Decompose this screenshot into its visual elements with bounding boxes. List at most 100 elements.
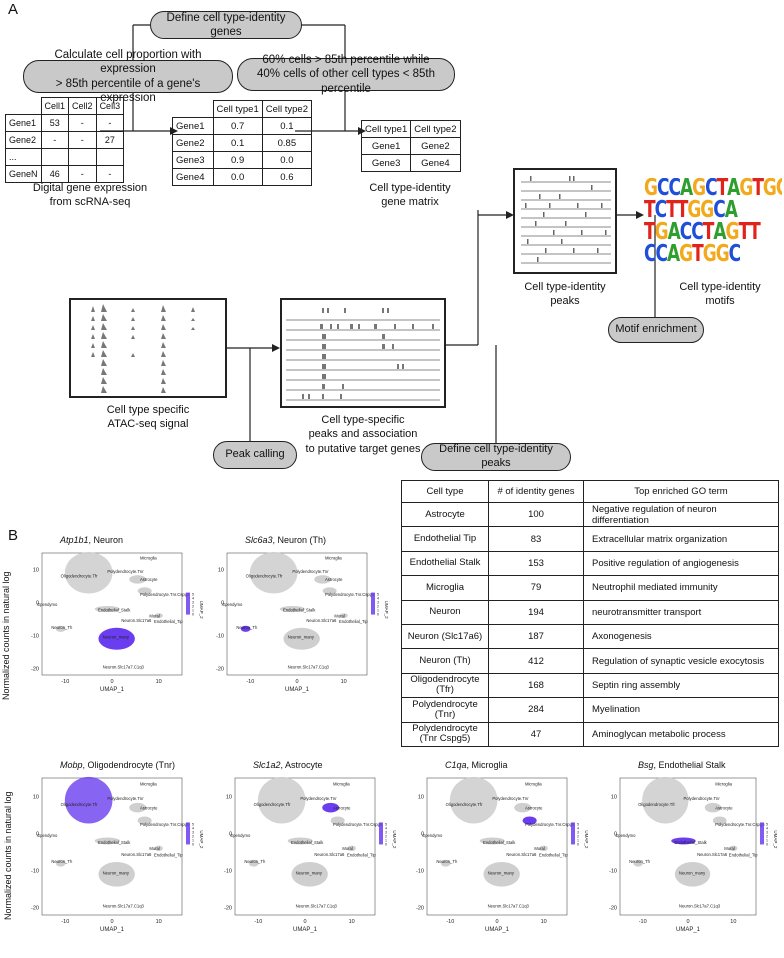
define-peaks-pill: Define cell type-identity peaks: [421, 443, 571, 471]
dge-r3c3: -: [95, 165, 125, 183]
x-axis-label: UMAP_1: [676, 927, 701, 933]
x-tick-label: 10: [156, 679, 162, 685]
cluster-endothelial-stalk: [94, 606, 120, 613]
motif-2: TCTTGGCA: [644, 196, 738, 224]
colorbar-tick: 0: [577, 842, 579, 846]
cluster-label: Neuron.Slc17a6: [314, 852, 345, 857]
cluster-label: Mural: [334, 613, 345, 618]
go-cell-term: Septin ring assembly: [583, 672, 779, 699]
prop-r1c1: 0.1: [212, 134, 263, 152]
umap-svg: MicrogliaPolydendrocyte.TnrOligodendrocy…: [31, 552, 204, 693]
cluster-label: Oligodendrocyte.Tfr: [61, 802, 98, 807]
cluster-label: Polydendrocyte.Tnr.Cspg5: [140, 592, 190, 597]
colorbar-tick: 0: [385, 842, 387, 846]
prop-r2c1: 0.9: [212, 151, 263, 169]
cluster-endothelial-stalk: [479, 837, 505, 845]
colorbar-tick: 1: [192, 609, 194, 613]
cluster-label: Microglia: [333, 781, 350, 786]
colorbar-tick: 4: [377, 597, 379, 601]
dge-h1: Cell1: [40, 97, 70, 115]
go-cell-celltype: Astrocyte: [401, 501, 489, 528]
cluster-label: Neuron_Th: [629, 859, 651, 864]
x-axis-label: UMAP_1: [100, 687, 125, 693]
x-tick-label: -10: [246, 679, 254, 685]
cluster-endothelial-stalk: [94, 837, 120, 845]
criteria-line2: 40% cells of other cell types < 85th per…: [256, 68, 436, 95]
colorbar-tick: 2: [385, 834, 387, 838]
go-cell-celltype: Polydendrocyte (Tnr Cspg5): [401, 721, 489, 747]
cluster-mural: [154, 613, 163, 619]
define-genes-pill: Define cell type-identity genes: [150, 11, 302, 39]
go-cell-term: Regulation of synaptic vesicle exocytosi…: [583, 648, 779, 674]
cluster-label: Oligodendrocyte.Tfr: [254, 802, 291, 807]
identity-peaks-panel: [513, 168, 617, 274]
cluster-astrocyte: [129, 802, 147, 813]
identity-peaks-caption-l2: peaks: [550, 295, 580, 308]
go-cell-celltype: Microglia: [401, 575, 489, 601]
id-h1: Cell type2: [410, 120, 461, 138]
identity-caption-l2: gene matrix: [381, 196, 439, 209]
identity-peaks-tracks: [521, 176, 611, 264]
cluster-microglia: [522, 816, 537, 825]
dge-caption-l1: Digital gene expression: [32, 182, 148, 194]
dge-r0c1: 53: [40, 114, 70, 132]
colorbar-tick: 3: [577, 830, 579, 834]
colorbar-tick: 4: [385, 826, 387, 830]
colorbar-tick: 0: [377, 613, 379, 617]
prop-r3c2: 0.6: [261, 168, 313, 186]
calc-line1: Calculate cell proportion with expressio…: [54, 48, 202, 76]
dge-caption-l2: from scRNA-seq: [49, 196, 131, 209]
cluster-label: Astrocyte: [715, 805, 733, 810]
dge-r3c0: GeneN: [5, 165, 42, 183]
cluster-label: Mural: [342, 846, 353, 851]
identity-gene-table: Cell type1 Cell type2 Gene1 Gene2 Gene3 …: [360, 120, 461, 172]
cluster-label: Mural: [724, 846, 735, 851]
y-tick-label: 10: [218, 567, 224, 573]
cluster-label: Microglia: [140, 556, 157, 561]
cluster-label: Microglia: [525, 781, 542, 786]
cluster-neuron-th: [633, 859, 643, 867]
y-tick-label: 10: [33, 795, 39, 801]
dge-r2c2: [68, 148, 97, 166]
cluster-neuron-th: [55, 859, 66, 867]
cluster-endothelial-stalk: [671, 837, 696, 845]
cluster-label: Endothelial_Tip: [154, 852, 183, 857]
x-tick-label: -10: [639, 919, 647, 925]
y-tick-label: 0: [221, 600, 224, 606]
go-cell-term: Neutrophil mediated immunity: [583, 575, 779, 601]
colorbar: [571, 822, 575, 845]
dge-r3c1: 46: [40, 165, 70, 183]
y-tick-label: 10: [33, 567, 39, 573]
dge-r2c1: [40, 148, 70, 166]
cluster-label: Neuron.Slc17a7.C1q3: [679, 904, 721, 909]
dge-r0c3: -: [95, 114, 125, 132]
dge-r3c2: -: [68, 165, 97, 183]
y-tick-label: -10: [416, 869, 424, 875]
umap-gene: Bsg: [638, 760, 654, 770]
y-tick-label: -20: [31, 666, 39, 672]
cluster-label: Polydendrocyte.Tnr: [107, 569, 144, 574]
umap-title: Mobp, Oligodendrocyte (Tnr): [60, 760, 175, 770]
panel-b-ylabel-top: Normalized counts in natural log: [1, 571, 11, 700]
y-tick-label: 0: [421, 832, 424, 838]
cluster-oligodendrocyte: [642, 776, 689, 824]
cluster-neuron-many: [98, 627, 135, 650]
id-r1c0: Gene3: [360, 154, 412, 172]
dge-r0c2: -: [68, 114, 97, 132]
umap-frame: [234, 777, 376, 916]
cluster-label: Endothelial_Tip: [347, 852, 376, 857]
cluster-label: Oligodendrocyte.Tfr: [638, 802, 675, 807]
y-tick-label: -10: [224, 869, 232, 875]
x-axis-label: UMAP_1: [485, 927, 510, 933]
go-enrichment-table: Cell type # of identity genes Top enrich…: [401, 480, 779, 747]
prop-h0: [172, 100, 214, 118]
cluster-label: Endothelial_Stalk: [98, 840, 131, 845]
prop-r3c0: Gene4: [172, 168, 214, 186]
cluster-microglia: [137, 587, 152, 595]
